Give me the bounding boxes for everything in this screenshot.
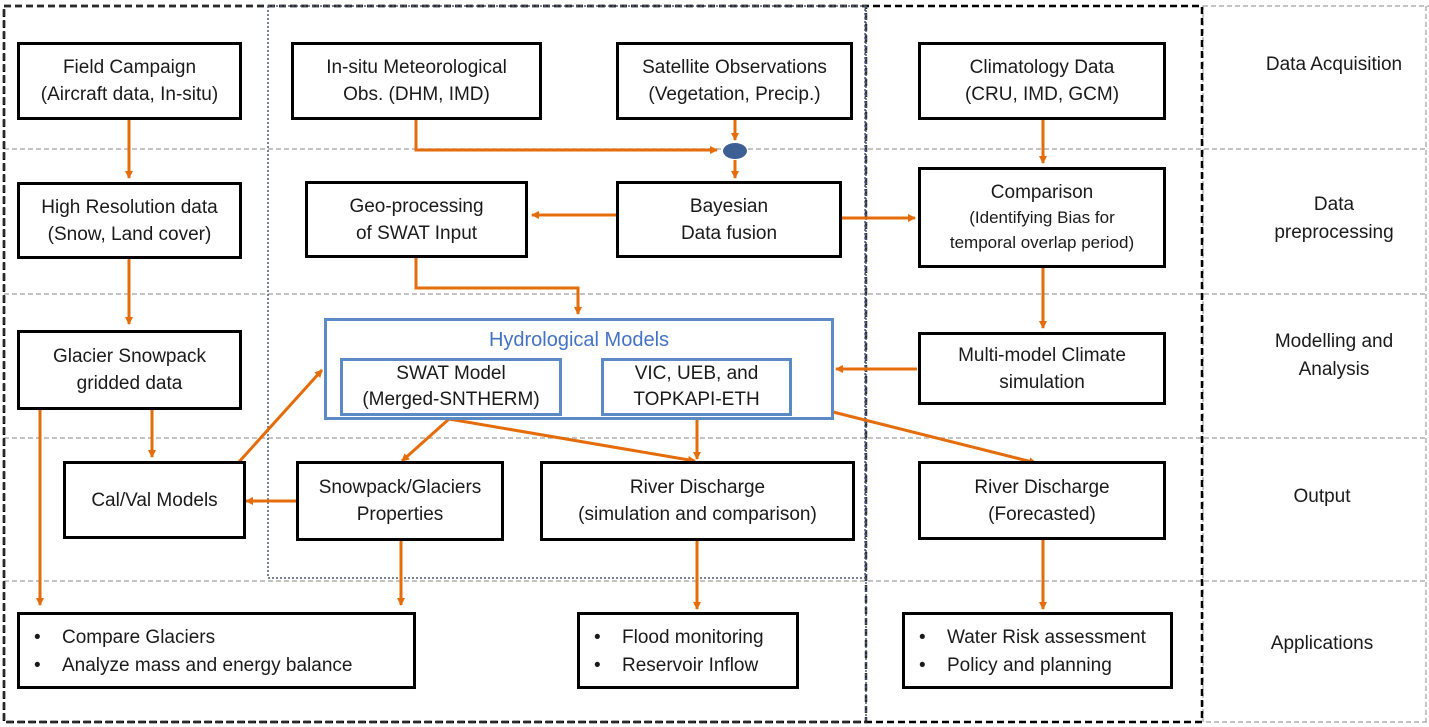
river-discharge-sim-title: River Discharge (629, 477, 766, 498)
field-campaign-detail: (Aircraft data, In-situ) (40, 84, 219, 105)
high-res-box: High Resolution data (Snow, Land cover) (17, 182, 242, 259)
mass-energy-balance-text: Analyze mass and energy balance (62, 655, 353, 676)
flood-monitoring-text: Flood monitoring (622, 627, 764, 648)
stage-applications-text: Applications (1270, 633, 1374, 654)
policy-planning-text: Policy and planning (947, 655, 1112, 676)
stage-acquisition-text: Data Acquisition (1265, 54, 1403, 75)
reservoir-inflow-text: Reservoir Inflow (622, 655, 759, 676)
stage-modelling-line2: Analysis (1298, 359, 1370, 380)
vic-ueb-title: VIC, UEB, and (634, 363, 759, 384)
satellite-box: Satellite Observations (Vegetation, Prec… (616, 42, 853, 120)
stage-label-modelling: Modelling and Analysis (1222, 328, 1429, 384)
stage-label-output: Output (1210, 483, 1429, 511)
list-item: • Analyze mass and energy balance (34, 652, 413, 680)
geo-processing-box: Geo-processing of SWAT Input (305, 181, 528, 258)
river-discharge-sim-detail: (simulation and comparison) (578, 504, 817, 525)
comparison-box: Comparison (Identifying Bias for tempora… (918, 167, 1166, 268)
stage-preprocessing-line1: Data (1313, 194, 1355, 215)
swat-model-title: SWAT Model (396, 363, 506, 384)
water-applications-list: • Water Risk assessment • Policy and plann… (902, 612, 1173, 689)
climatology-box: Climatology Data (CRU, IMD, GCM) (918, 42, 1166, 120)
list-item: • Compare Glaciers (34, 624, 413, 652)
inner-frame (267, 5, 866, 579)
water-risk-text: Water Risk assessment (947, 627, 1146, 648)
insitu-met-detail: Obs. (DHM, IMD) (343, 84, 490, 105)
bullet: • (594, 627, 601, 648)
comparison-detail-2: temporal overlap period) (949, 233, 1135, 252)
river-discharge-forecast-title: River Discharge (974, 476, 1110, 498)
stage-modelling-line1: Modelling and (1274, 331, 1394, 352)
glacier-snowpack-detail: gridded data (76, 373, 183, 394)
high-res-title: High Resolution data (41, 196, 218, 218)
flood-applications-list: • Flood monitoring • Reservoir Inflow (577, 612, 799, 689)
swat-model-detail: (Merged-SNTHERM) (362, 389, 540, 410)
bullet: • (594, 655, 601, 676)
left-frame (2, 4, 868, 724)
list-item: • Flood monitoring (594, 624, 796, 652)
fusion-node (723, 143, 747, 159)
stage-label-preprocessing: Data preprocessing (1222, 191, 1429, 247)
bayesian-box: Bayesian Data fusion (616, 181, 842, 258)
river-discharge-sim-box: River Discharge (simulation and comparis… (540, 461, 855, 541)
topkapi-eth-text: TOPKAPI-ETH (633, 389, 760, 410)
river-discharge-forecast-box: River Discharge (Forecasted) (918, 461, 1166, 540)
comparison-title: Comparison (990, 182, 1094, 203)
hydrological-models-title: Hydrological Models (488, 329, 670, 351)
bayesian-detail: Data fusion (680, 222, 778, 244)
geo-processing-detail: of SWAT Input (355, 222, 478, 244)
bullet: • (34, 627, 41, 648)
climatology-title: Climatology Data (969, 57, 1115, 78)
glacier-snowpack-title: Glacier Snowpack (52, 346, 207, 367)
cal-val-box: Cal/Val Models (63, 461, 246, 539)
bullet: • (34, 655, 41, 676)
list-item: • Reservoir Inflow (594, 652, 796, 680)
insitu-met-title: In-situ Meteorological (326, 57, 507, 78)
geo-processing-title: Geo-processing (349, 195, 484, 217)
snowpack-properties-detail: Properties (356, 504, 444, 525)
multi-model-box: Multi-model Climate simulation (918, 332, 1166, 405)
high-res-detail: (Snow, Land cover) (47, 223, 212, 245)
stage-output-text: Output (1293, 486, 1351, 507)
insitu-met-box: In-situ Meteorological Obs. (DHM, IMD) (291, 42, 542, 120)
stage-preprocessing-line2: preprocessing (1274, 222, 1394, 243)
field-campaign-title: Field Campaign (62, 57, 197, 78)
flow-arrows (36, 120, 1047, 610)
stage-label-acquisition: Data Acquisition (1222, 51, 1429, 79)
field-campaign-box: Field Campaign (Aircraft data, In-situ) (17, 42, 242, 120)
bullet: • (919, 627, 926, 648)
list-item: • Water Risk assessment (919, 624, 1170, 652)
comparison-detail-1: (Identifying Bias for (969, 208, 1115, 227)
stage-dividers (4, 148, 1426, 582)
glacier-applications-list: • Compare Glaciers • Analyze mass and ener… (17, 612, 416, 689)
climatology-detail: (CRU, IMD, GCM) (964, 84, 1120, 105)
stage-label-applications: Applications (1210, 630, 1429, 658)
vic-ueb-topkapi-box: VIC, UEB, and TOPKAPI-ETH (601, 358, 792, 416)
cal-val-title: Cal/Val Models (91, 489, 218, 511)
bullet: • (919, 655, 926, 676)
list-item: • Policy and planning (919, 652, 1170, 680)
river-discharge-forecast-detail: (Forecasted) (988, 503, 1096, 525)
snowpack-properties-box: Snowpack/Glaciers Properties (296, 461, 504, 541)
bayesian-title: Bayesian (689, 195, 769, 217)
multi-model-title: Multi-model Climate (958, 344, 1126, 366)
snowpack-properties-title: Snowpack/Glaciers (318, 477, 482, 498)
satellite-title: Satellite Observations (642, 57, 827, 78)
glacier-snowpack-box: Glacier Snowpack gridded data (17, 330, 242, 410)
swat-model-box: SWAT Model (Merged-SNTHERM) (340, 358, 562, 416)
satellite-detail: (Vegetation, Precip.) (648, 84, 821, 105)
compare-glaciers-text: Compare Glaciers (62, 627, 216, 648)
multi-model-detail: simulation (999, 371, 1085, 393)
